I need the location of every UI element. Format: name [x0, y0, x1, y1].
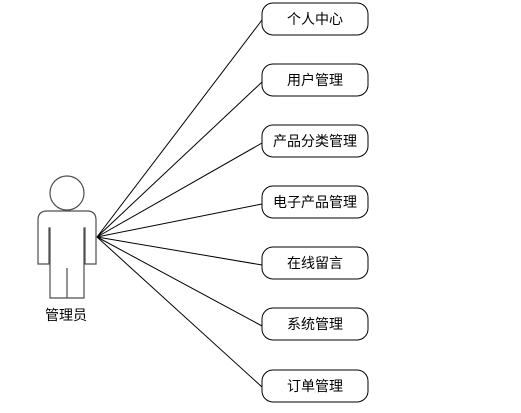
use-case[interactable]: 订单管理: [261, 369, 369, 403]
use-case-box[interactable]: [261, 124, 369, 158]
use-case-label: 订单管理: [287, 379, 343, 395]
use-case[interactable]: 个人中心: [261, 2, 369, 36]
use-case-box[interactable]: [261, 246, 369, 280]
actor-body: [37, 210, 97, 299]
use-case-box[interactable]: [261, 185, 369, 219]
associations: [96, 19, 263, 388]
use-case-label: 电子产品管理: [273, 195, 357, 211]
use-case-box[interactable]: [261, 2, 369, 36]
use-case-label: 在线留言: [287, 256, 343, 272]
association-line: [96, 236, 263, 388]
use-case-label: 用户管理: [287, 72, 343, 89]
use-case[interactable]: 用户管理: [261, 63, 369, 97]
association-line: [96, 142, 263, 238]
use-case-label: 产品分类管理: [273, 134, 357, 150]
association-line: [96, 19, 263, 238]
actor-head: [49, 175, 85, 211]
actor-label: 管理员: [45, 308, 87, 324]
use-case-label: 个人中心: [287, 12, 343, 28]
use-case[interactable]: 在线留言: [261, 246, 369, 280]
use-case[interactable]: 系统管理: [261, 307, 369, 341]
use-case-box[interactable]: [261, 369, 369, 403]
use-case-box[interactable]: [261, 307, 369, 341]
use-case-box[interactable]: [261, 63, 369, 97]
association-line: [96, 236, 263, 327]
association-line: [96, 236, 263, 266]
association-line: [96, 81, 263, 238]
use-case[interactable]: 产品分类管理: [261, 124, 369, 158]
use-case-label: 系统管理: [287, 317, 343, 333]
actor-figure: [37, 175, 97, 299]
use-case[interactable]: 电子产品管理: [261, 185, 369, 219]
association-line: [96, 203, 263, 238]
